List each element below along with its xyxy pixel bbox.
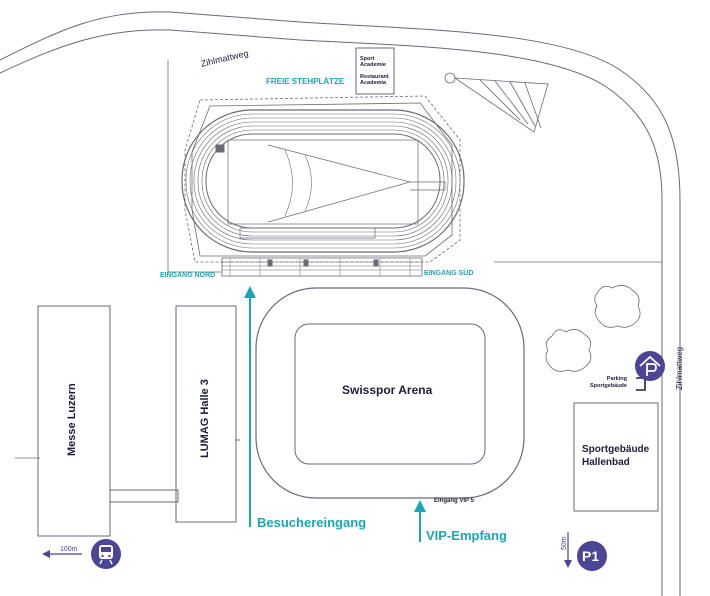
north-east-stand	[444, 72, 549, 133]
parking-icon[interactable]	[635, 351, 665, 381]
restaurant-academia-label: Restaurant Academia	[360, 74, 389, 87]
sportgebaeude-building	[573, 402, 659, 512]
entrance-south-label: EINGANG SÜD	[424, 270, 474, 277]
vip-entrance-arrow	[414, 500, 426, 542]
messe-label: Messe Luzern	[66, 383, 78, 456]
standing-area-label: FREIE STEHPLÄTZE	[266, 77, 345, 86]
p1-label: P1	[582, 548, 600, 564]
arena-label: Swisspor Arena	[342, 383, 433, 397]
visitor-entrance-arrow	[244, 286, 256, 527]
sportgebaeude-label: Sportgebäude Hallenbad	[582, 444, 650, 468]
vip-entrance-label[interactable]: VIP-Empfang	[426, 528, 507, 543]
parking-bracket	[636, 377, 646, 391]
vip-gate-label: Eingang VIP 5	[434, 498, 474, 504]
lumag-label: LUMAG Halle 3	[199, 379, 211, 458]
p1-distance-label: 50m	[561, 536, 568, 550]
academie-building	[355, 47, 395, 95]
athletic-stadium	[181, 95, 465, 277]
train-icon[interactable]	[91, 539, 121, 569]
p1-direction-arrow	[564, 532, 572, 568]
messe-luzern-building	[37, 305, 179, 537]
train-distance-label: 100m	[60, 546, 78, 553]
site-lines	[15, 60, 662, 459]
decorative-plazas	[545, 285, 641, 372]
road-zihlmattweg	[0, 11, 681, 596]
lumag-building	[175, 305, 240, 523]
entrance-north-label: EINGANG NORD	[160, 272, 216, 279]
parking-sportgebaeude-label: Parking Sportgebäude	[590, 376, 627, 389]
train-direction-arrow	[42, 550, 82, 558]
p1-icon[interactable]	[577, 541, 607, 571]
visitor-entrance-label[interactable]: Besuchereingang	[257, 515, 367, 530]
street-label-east: Zihlmattweg	[675, 346, 684, 390]
sport-academie-label: Sport Academie	[360, 56, 386, 69]
swisspor-arena	[255, 287, 525, 499]
